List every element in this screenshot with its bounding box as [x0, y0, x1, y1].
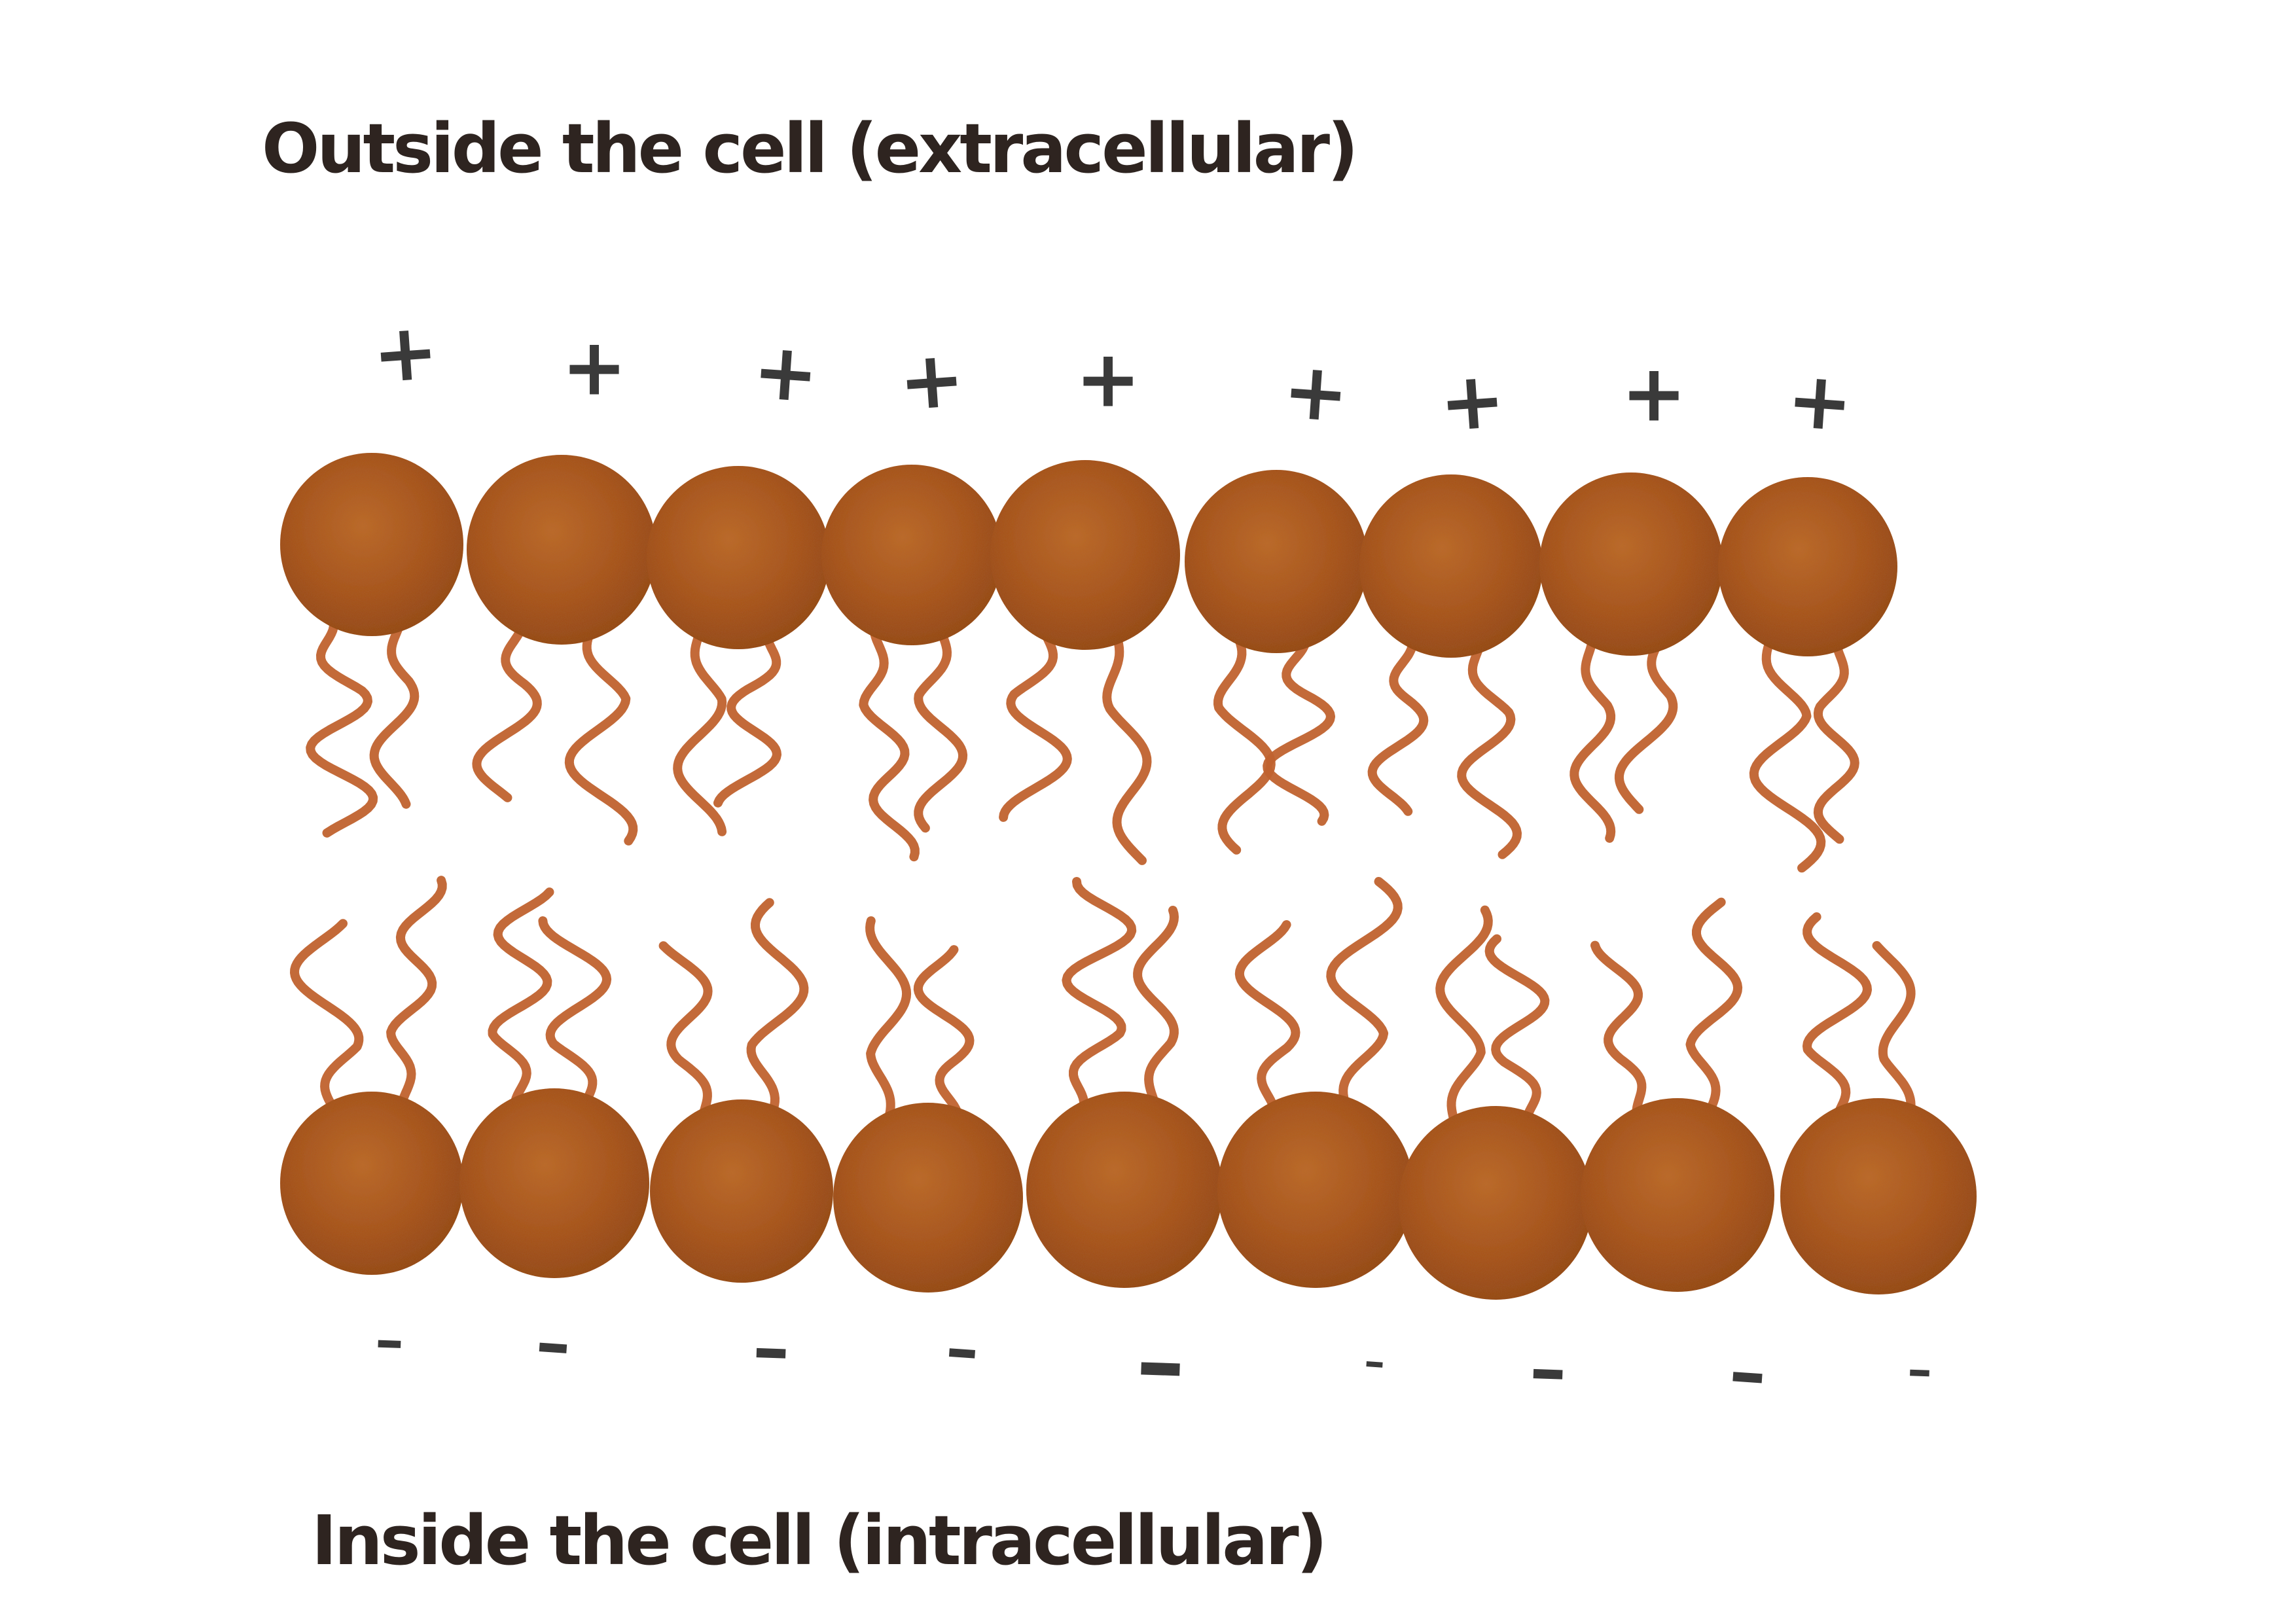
fatty-acid-tail-icon [1367, 636, 1429, 816]
fatty-acid-tail-icon [1685, 897, 1743, 1120]
fatty-acid-tail-icon [1102, 628, 1152, 865]
fatty-acid-tail-icon [1484, 934, 1550, 1128]
fatty-acid-tail-icon [1435, 905, 1493, 1128]
negative-charge-icon: – [751, 1304, 791, 1392]
positive-charge-icon: + [750, 325, 822, 421]
negative-charge-icon: – [1907, 1340, 1933, 1399]
fatty-acid-tail-icon [1872, 941, 1916, 1120]
fatty-acid-tail-icon [1234, 920, 1300, 1114]
negative-charge-icon: – [1134, 1305, 1187, 1421]
lower-tails-group [290, 876, 1916, 1128]
negative-charge-icon: – [1727, 1328, 1770, 1417]
negative-charges-group: ––––––––– [374, 1302, 1933, 1420]
phospholipid-head-icon [459, 1088, 649, 1278]
fatty-acid-tail-icon [1263, 632, 1335, 826]
extracellular-label: Outside the cell (extracellular) [262, 109, 1359, 188]
phospholipid-head-icon [1185, 470, 1368, 653]
fatty-acid-tail-icon [713, 628, 781, 808]
phospholipid-head-icon [1718, 477, 1897, 656]
fatty-acid-tail-icon [564, 622, 638, 846]
negative-charge-icon: – [943, 1310, 981, 1388]
phospholipid-head-icon [1780, 1098, 1977, 1294]
fatty-acid-tail-icon [472, 622, 542, 802]
negative-charge-icon: – [1528, 1325, 1568, 1413]
positive-charge-icon: + [1621, 349, 1687, 440]
negative-charge-icon: – [374, 1306, 405, 1374]
fatty-acid-tail-icon [658, 941, 713, 1121]
positive-charges-group: + + + + + + + + + [369, 306, 1856, 450]
positive-charge-icon: + [562, 323, 628, 414]
phospholipid-head-icon [1399, 1106, 1592, 1300]
upper-tails-group [306, 615, 1859, 873]
fatty-acid-tail-icon [673, 628, 727, 836]
fatty-acid-tail-icon [538, 916, 612, 1111]
fatty-acid-tail-icon [1813, 635, 1859, 844]
phospholipid-head-icon [467, 455, 656, 645]
fatty-acid-tail-icon [859, 624, 920, 862]
phospholipid-head-icon [821, 465, 1002, 645]
fatty-acid-tail-icon [865, 916, 912, 1125]
fatty-acid-tail-icon [999, 628, 1072, 822]
phospholipid-head-icon [833, 1103, 1023, 1293]
fatty-acid-tail-icon [290, 919, 364, 1113]
positive-charge-icon: + [1280, 345, 1352, 440]
fatty-acid-tail-icon [306, 615, 378, 838]
positive-charge-icon: + [895, 333, 967, 429]
fatty-acid-tail-icon [386, 876, 447, 1113]
phospholipid-head-icon [1581, 1098, 1774, 1292]
phospholipid-head-icon [280, 453, 463, 636]
fatty-acid-tail-icon [1614, 634, 1678, 814]
phospholipid-head-icon [1359, 474, 1543, 658]
fatty-acid-tail-icon [746, 898, 809, 1121]
positive-charge-icon: + [369, 306, 441, 401]
phospholipid-head-icon [990, 460, 1180, 650]
fatty-acid-tail-icon [488, 887, 554, 1111]
fatty-acid-tail-icon [369, 615, 420, 809]
fatty-acid-tail-icon [1590, 940, 1647, 1120]
phospholipid-head-icon [647, 466, 830, 649]
fatty-acid-tail-icon [1749, 635, 1826, 873]
negative-charge-icon: – [1363, 1337, 1387, 1386]
upper-heads-group [280, 453, 1897, 658]
phospholipid-head-icon [280, 1092, 463, 1275]
fatty-acid-tail-icon [1803, 912, 1872, 1120]
phospholipid-head-icon [650, 1099, 833, 1283]
intracellular-label: Inside the cell (intracellular) [312, 1501, 1327, 1580]
phospholipid-head-icon [1026, 1092, 1223, 1288]
positive-charge-icon: + [1784, 354, 1856, 450]
fatty-acid-tail-icon [1133, 906, 1179, 1114]
fatty-acid-tail-icon [1570, 634, 1616, 843]
positive-charge-icon: + [1436, 354, 1508, 450]
fatty-acid-tail-icon [913, 945, 975, 1125]
negative-charge-icon: – [533, 1302, 573, 1384]
fatty-acid-tail-icon [1062, 877, 1137, 1114]
fatty-acid-tail-icon [1326, 877, 1403, 1114]
fatty-acid-tail-icon [1457, 636, 1522, 859]
lower-heads-group [280, 1088, 1977, 1300]
fatty-acid-tail-icon [1213, 632, 1276, 855]
fatty-acid-tail-icon [914, 624, 968, 833]
phospholipid-head-icon [1539, 473, 1723, 656]
phospholipid-head-icon [1217, 1092, 1414, 1288]
positive-charge-icon: + [1075, 334, 1141, 425]
